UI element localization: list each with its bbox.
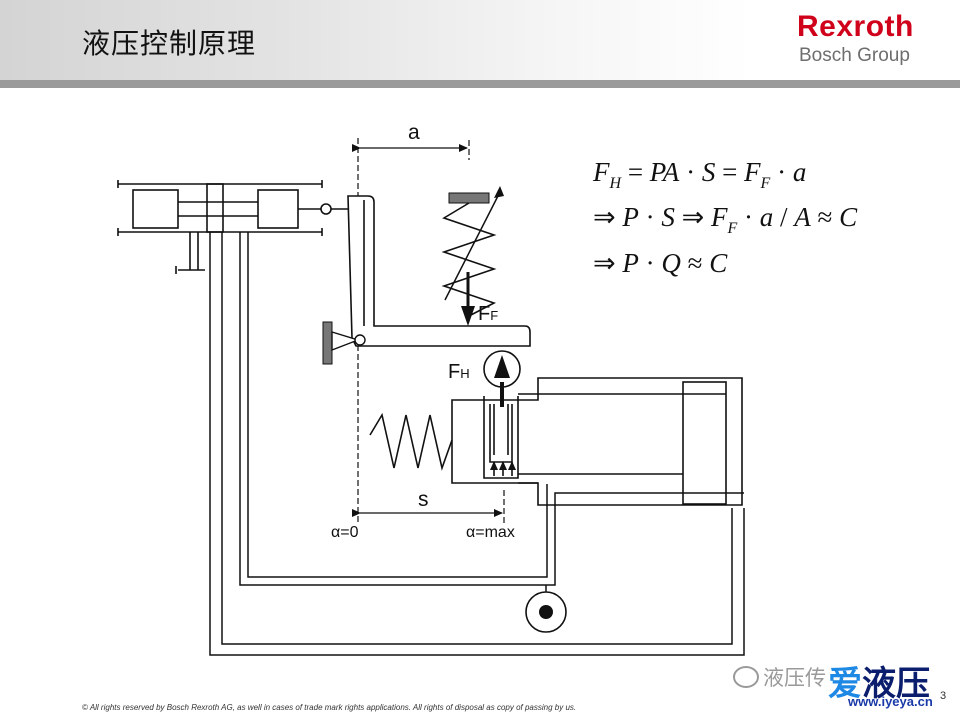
hydraulic-force-indicator [483,350,521,407]
label-a: a [408,121,420,144]
watermark-yeya: 液压 [862,664,930,704]
control-valve [117,180,323,274]
title-band [0,0,752,80]
bosch-group-logo: Bosch Group [799,45,910,66]
label-alpha-max: α=max [466,524,515,541]
wechat-icon [733,666,759,688]
slide-header: 液压控制原理 Rexroth Bosch Group [0,0,960,88]
return-spring [369,412,453,471]
label-fh: FH [448,361,470,383]
alpha-zero-value: =0 [340,524,358,541]
watermark-text-1: 液压传 [763,666,826,690]
rexroth-logo: Rexroth [797,10,914,43]
hydraulic-lines [209,232,745,656]
ff-main: F [478,303,490,325]
equation-line-2: ⇒ P · S ⇒ FF · a / A ≈ C [593,202,858,237]
alpha-max-symbol: α [466,524,475,541]
watermark-url: www.iyeya.cn [848,694,933,709]
label-s: s [418,488,429,511]
equation-line-1: FH = PA · S = FF · a [592,157,806,192]
alpha-max-value: =max [475,524,515,541]
control-cylinder [451,377,743,506]
page-number: 3 [940,690,947,702]
ff-sub: F [490,308,498,323]
equation-line-3: ⇒ P · Q ≈ C [593,248,728,278]
fh-main: F [448,361,460,383]
lever-arm [320,195,531,347]
watermark-ai: 爱 [828,664,862,704]
copyright-footer: © All rights reserved by Bosch Rexroth A… [82,703,577,712]
header-rule [0,80,960,88]
label-alpha-zero: α=0 [331,524,359,541]
alpha-zero-symbol: α [331,524,340,541]
slide-title: 液压控制原理 [82,27,257,60]
label-ff: FF [478,303,498,325]
adjustable-spring [441,186,504,326]
logo-area [752,0,960,80]
pump-symbol [525,585,567,633]
watermark-text-2: 爱液压 [828,656,930,705]
fh-sub: H [460,366,469,381]
lever-pivot [322,321,366,365]
equation-block: FH = PA · S = FF · a ⇒ P · S ⇒ FF · a / … [592,157,858,278]
